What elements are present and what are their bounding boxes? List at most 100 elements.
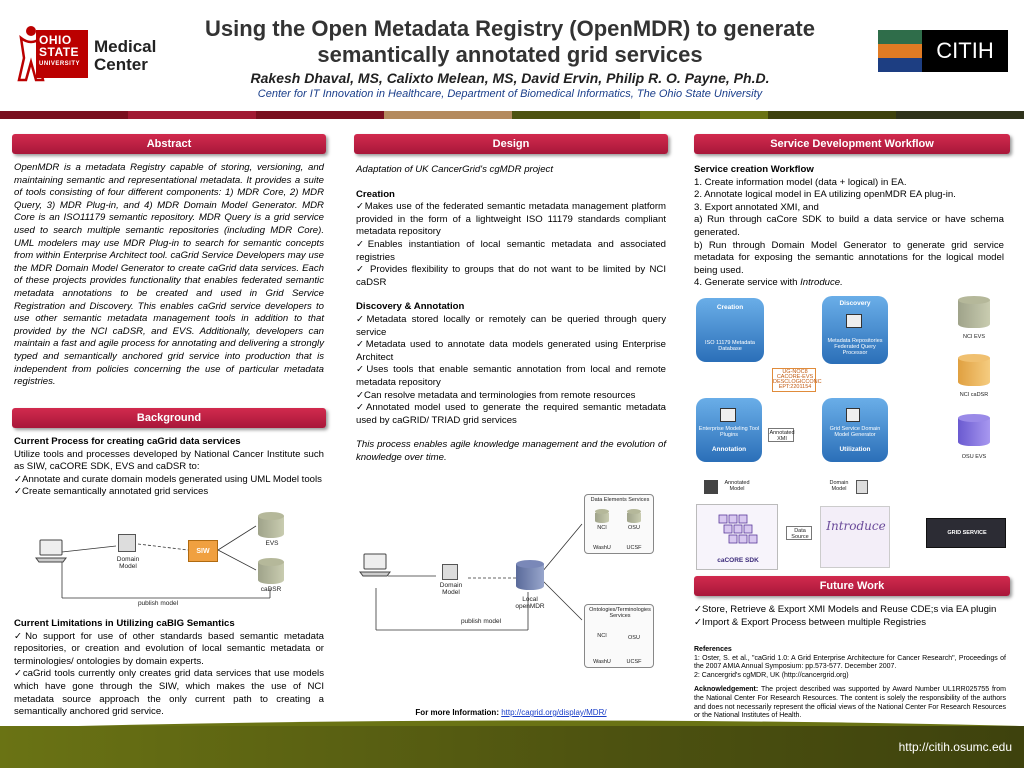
- more-info-link[interactable]: http://cagrid.org/display/MDR/: [501, 708, 607, 717]
- osu-block: OHIO STATE UNIVERSITY: [36, 30, 88, 78]
- design-domain-model-label: Domain Model: [439, 582, 463, 596]
- current-process-title: Current Process for creating caGrid data…: [14, 436, 241, 447]
- local-openmdr-label: Local openMDR: [515, 596, 545, 610]
- introduce-image: Introduce: [820, 506, 890, 568]
- ont-ucsf-label: UCSF: [626, 659, 642, 665]
- repos-label: Metadata Repositories Federated Query Pr…: [827, 338, 883, 356]
- data-elements-label: Data Elements Services: [590, 497, 650, 503]
- nci-evs-label: NCI EVS: [962, 334, 985, 340]
- ontologies-services-box: Ontologies/Terminologies Services NCI OS…: [584, 604, 654, 668]
- abstract-text: OpenMDR is a metadata Registry capable o…: [14, 162, 324, 388]
- future-work-heading: Future Work: [694, 576, 1010, 596]
- title-line-2: semantically annotated grid services: [317, 42, 703, 67]
- future-item-2: Import & Export Process between multiple…: [694, 617, 1006, 630]
- design-heading: Design: [354, 134, 668, 154]
- de-ucsf-label: UCSF: [626, 545, 642, 551]
- annotated-model-label: Annotated Model: [724, 480, 750, 492]
- ea-plugin-icon: [720, 408, 736, 422]
- annotated-xmi-box: Annotated XMI: [768, 428, 795, 442]
- future-item-1: Store, Retrieve & Export XMI Models and …: [694, 604, 1006, 617]
- domain-model-icon: [118, 534, 136, 552]
- ack-label: Acknowledgement:: [694, 686, 759, 694]
- discovery-item-2: Metadata used to annotate data models ge…: [356, 339, 666, 364]
- footer-url[interactable]: http://citih.osumc.edu: [898, 740, 1012, 754]
- limitation-item-2: caGrid tools currently only creates grid…: [14, 668, 324, 718]
- background-limitations: Current Limitations in Utilizing caBIG S…: [14, 618, 324, 719]
- workflow-step-1: 1. Create information model (data + logi…: [694, 176, 907, 188]
- design-diagram: Domain Model Local openMDR publish model…: [356, 492, 668, 672]
- design-text: Adaptation of UK CancerGrid's cgMDR proj…: [356, 164, 666, 464]
- creation-item-2: Enables instantiation of local semantic …: [356, 239, 666, 264]
- step4-prefix: 4. Generate service with: [694, 277, 801, 289]
- ontologies-label: Ontologies/Terminologies Services: [589, 607, 651, 619]
- design-domain-model-icon: [442, 564, 458, 580]
- design-publish-label: publish model: [460, 618, 502, 625]
- nci-evs-db-icon: [958, 296, 990, 330]
- logo-medical-center: Medical Center: [94, 38, 156, 74]
- laptop-icon: [35, 539, 67, 563]
- creation-title: Creation: [356, 188, 395, 200]
- utilization-label: Utilization: [839, 446, 871, 453]
- data-elements-services-box: Data Elements Services NCI OSU WashU UCS…: [584, 494, 654, 554]
- design-intro: Adaptation of UK CancerGrid's cgMDR proj…: [356, 164, 553, 175]
- discovery-item-5: Annotated model used to generate the req…: [356, 402, 666, 427]
- local-openmdr-db-icon: [516, 560, 544, 594]
- creation-item-1: Makes use of the federated semantic meta…: [356, 201, 666, 239]
- background-diagram-lines: [61, 525, 271, 599]
- creation-item-3: Provides flexibility to groups that do n…: [356, 264, 666, 289]
- reference-1: 1: Oster, S. et al., "caGrid 1.0: A Grid…: [694, 654, 1006, 671]
- title-block: Using the Open Metadata Registry (OpenMD…: [160, 16, 860, 100]
- workflow-step-3a: a) Run through caCore SDK to build a dat…: [694, 214, 1004, 238]
- poster-title: Using the Open Metadata Registry (OpenMD…: [160, 16, 860, 68]
- workflow-step-3b: b) Run through Domain Model Generator to…: [694, 239, 1004, 276]
- design-laptop-icon: [359, 553, 391, 577]
- logo-ohio: OHIO: [39, 33, 72, 47]
- limitations-title: Current Limitations in Utilizing caBIG S…: [14, 618, 235, 629]
- cacore-sdk-image: caCORE SDK: [696, 504, 778, 570]
- logo-university: UNIVERSITY: [39, 61, 81, 67]
- authors: Rakesh Dhaval, MS, Calixto Melean, MS, D…: [250, 70, 770, 86]
- header-color-bar: [0, 111, 1024, 119]
- de-washu-label: WashU: [593, 545, 611, 551]
- logo-center: Center: [94, 55, 148, 74]
- process-item-2: Create semantically annotated grid servi…: [14, 486, 324, 499]
- workflow-diagram: Creation ISO 11179 Metadata Database Dis…: [694, 294, 1010, 574]
- more-info-label: For more Information:: [415, 708, 502, 717]
- annotated-xmi-label: Annotated XMI: [769, 430, 795, 442]
- de-nci-label: NCI: [597, 525, 607, 531]
- future-work-text: Store, Retrieve & Export XMI Models and …: [694, 604, 1006, 629]
- background-heading: Background: [12, 408, 326, 428]
- de-osu-label: OSU: [628, 525, 640, 531]
- grid-service-label: GRID SERVICE: [947, 530, 987, 536]
- discovery-puzzle: Discovery Metadata Repositories Federate…: [822, 296, 888, 364]
- background-diagram: Domain Model SIW EVS caDSR publish model: [28, 512, 318, 612]
- ids-label: UG-NOC8 CACORE-EVS DESCLOGICCONC EPT:220…: [773, 369, 822, 390]
- ont-osu-label: OSU: [628, 635, 640, 641]
- evs-database-icon: [258, 512, 284, 542]
- iso-label: ISO 11179 Metadata Database: [705, 340, 755, 352]
- workflow-title: Service creation Workflow: [694, 164, 814, 175]
- nci-cadsr-db-icon: [958, 354, 990, 388]
- osu-evs-db-icon: [958, 414, 990, 448]
- ids-box: UG-NOC8 CACORE-EVS DESCLOGICCONC EPT:220…: [772, 368, 822, 392]
- logo-medical: Medical: [94, 37, 157, 56]
- references: References 1: Oster, S. et al., "caGrid …: [694, 646, 1006, 721]
- poster-header: OHIO STATE UNIVERSITY Medical Center Usi…: [0, 0, 1024, 119]
- ont-nci-label: NCI: [597, 633, 607, 639]
- workflow-text: Service creation Workflow 1. Create info…: [694, 164, 1004, 290]
- citih-label: CITIH: [922, 30, 1008, 72]
- references-title: References: [694, 646, 732, 653]
- wf-domain-model-icon: [856, 480, 868, 494]
- bg-domain-model-label: Domain Model: [116, 556, 140, 570]
- discovery-item-4: Can resolve metadata and terminologies f…: [356, 390, 666, 403]
- bg-cadsr-label: caDSR: [260, 586, 282, 593]
- ont-washu-label: WashU: [593, 659, 611, 665]
- workflow-step-4: 4. Generate service with Introduce.: [694, 277, 1004, 290]
- osu-medical-center-logo: OHIO STATE UNIVERSITY Medical Center: [14, 16, 156, 86]
- discovery-title: Discovery & Annotation: [356, 301, 465, 313]
- workflow-step-3: 3. Export annotated XMI, and: [694, 201, 819, 213]
- ack-text: The project described was supported by A…: [694, 686, 1006, 720]
- abstract-heading: Abstract: [12, 134, 326, 154]
- footer-bar: http://citih.osumc.edu: [0, 726, 1024, 768]
- limitation-item-1: No support for use of other standards ba…: [14, 631, 324, 669]
